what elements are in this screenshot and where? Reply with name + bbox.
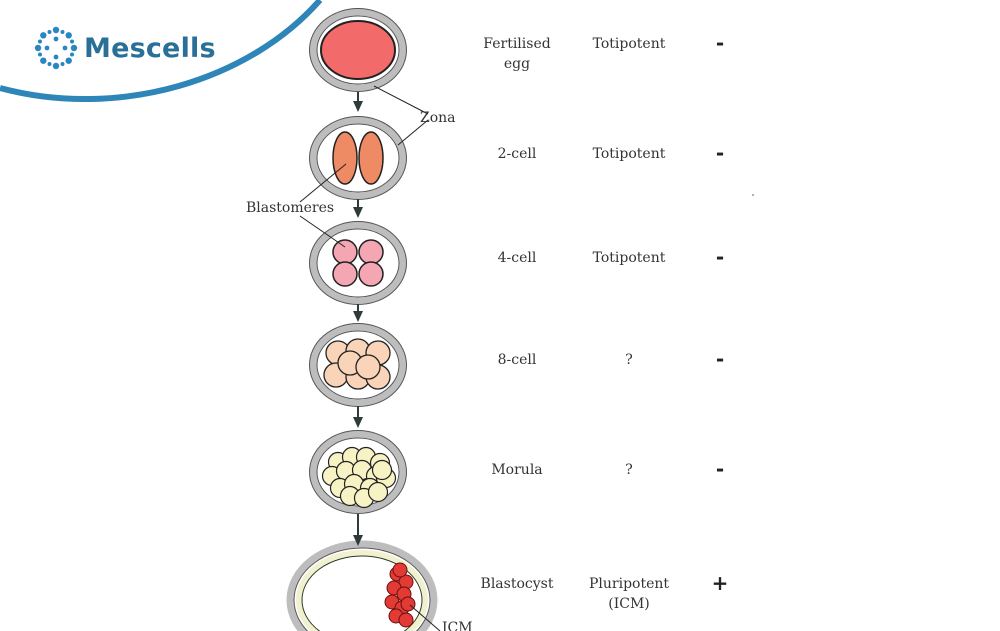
potency-value-line: Totipotent (592, 36, 666, 52)
potency-value: ? (574, 460, 684, 480)
zona-ring (309, 221, 407, 305)
trophoblast-layer (296, 550, 428, 631)
marker-sign: - (715, 245, 725, 269)
zona-ring (309, 116, 407, 200)
blastomere (332, 239, 358, 265)
blastomere (358, 239, 384, 265)
icm-label: ICM (442, 620, 473, 631)
development-arrow-head (353, 417, 363, 428)
blastomeres-label: Blastomeres (246, 200, 335, 216)
fertilised-egg-cell (320, 20, 396, 80)
trophoblast-inner-outline (301, 555, 423, 631)
zona-leader-line (397, 119, 429, 146)
morula-cell (371, 459, 393, 481)
brand-header-arc-line (0, 0, 323, 102)
stage-name-line: Fertilised (483, 36, 551, 52)
zona-inner-outline (316, 15, 400, 85)
stray-dot (752, 194, 754, 196)
blastocyst-zona-inner (293, 547, 431, 631)
stage-name: 2-cell (462, 144, 572, 164)
blastomeres-leader-line (299, 163, 347, 203)
brand-header-fill (0, 0, 300, 89)
potency-value: ? (574, 350, 684, 370)
inner-cell-mass-cell (392, 562, 408, 578)
stage-name: Fertilised egg (462, 34, 572, 74)
blastomere (332, 261, 358, 287)
potency-value-line: ? (625, 462, 633, 478)
zona-leader-line (373, 85, 429, 115)
brand-header-arc (0, 0, 323, 102)
development-arrow-head (353, 311, 363, 322)
potency-value: Totipotent (574, 34, 684, 54)
stage-name-line: Blastocyst (480, 576, 554, 592)
brand-logo: Mescells (34, 26, 216, 70)
icm-leader-line (409, 604, 441, 631)
brand-name: Mescells (84, 32, 216, 64)
zona-inner-outline (316, 123, 400, 193)
inner-cell-mass-cell (398, 612, 414, 628)
potency-value-line: Totipotent (592, 250, 666, 266)
blastomere (332, 131, 358, 185)
blastomere (355, 354, 381, 380)
inner-cell-mass-cell (400, 596, 416, 612)
stage-name-line: 4-cell (497, 250, 537, 266)
blastomeres-leader-line (299, 215, 346, 248)
potency-value-line: Totipotent (592, 146, 666, 162)
stage-name: 8-cell (462, 350, 572, 370)
stage-name: Blastocyst (462, 574, 572, 594)
stage-name: 4-cell (462, 248, 572, 268)
stage-name-line: Morula (491, 462, 543, 478)
potency-value: Totipotent (574, 144, 684, 164)
zona-label: Zona (420, 110, 456, 126)
development-arrow-head (353, 101, 363, 112)
marker-sign: - (715, 141, 725, 165)
potency-value-line: (ICM) (608, 596, 650, 612)
marker-sign: - (715, 347, 725, 371)
potency-value-line: ? (625, 352, 633, 368)
morula-cell (367, 481, 389, 503)
stage-name-line: 8-cell (497, 352, 537, 368)
blastomere (358, 131, 384, 185)
marker-sign: + (711, 571, 729, 595)
potency-value-line: Pluripotent (588, 576, 670, 592)
stage-name-line: egg (503, 56, 531, 72)
potency-value: Totipotent (574, 248, 684, 268)
marker-sign: - (715, 457, 725, 481)
development-arrow-head (353, 207, 363, 218)
zona-outer-outline (309, 430, 407, 514)
mescells-logo-icon (34, 26, 78, 70)
development-arrow-head (353, 535, 363, 546)
zona-inner-outline (316, 228, 400, 298)
marker-sign: - (715, 31, 725, 55)
potency-value: Pluripotent (ICM) (574, 574, 684, 614)
stage-name: Morula (462, 460, 572, 480)
zona-inner-outline (316, 330, 400, 400)
blastomere (358, 261, 384, 287)
stage-name-line: 2-cell (497, 146, 537, 162)
zona-outer-outline (309, 8, 407, 92)
